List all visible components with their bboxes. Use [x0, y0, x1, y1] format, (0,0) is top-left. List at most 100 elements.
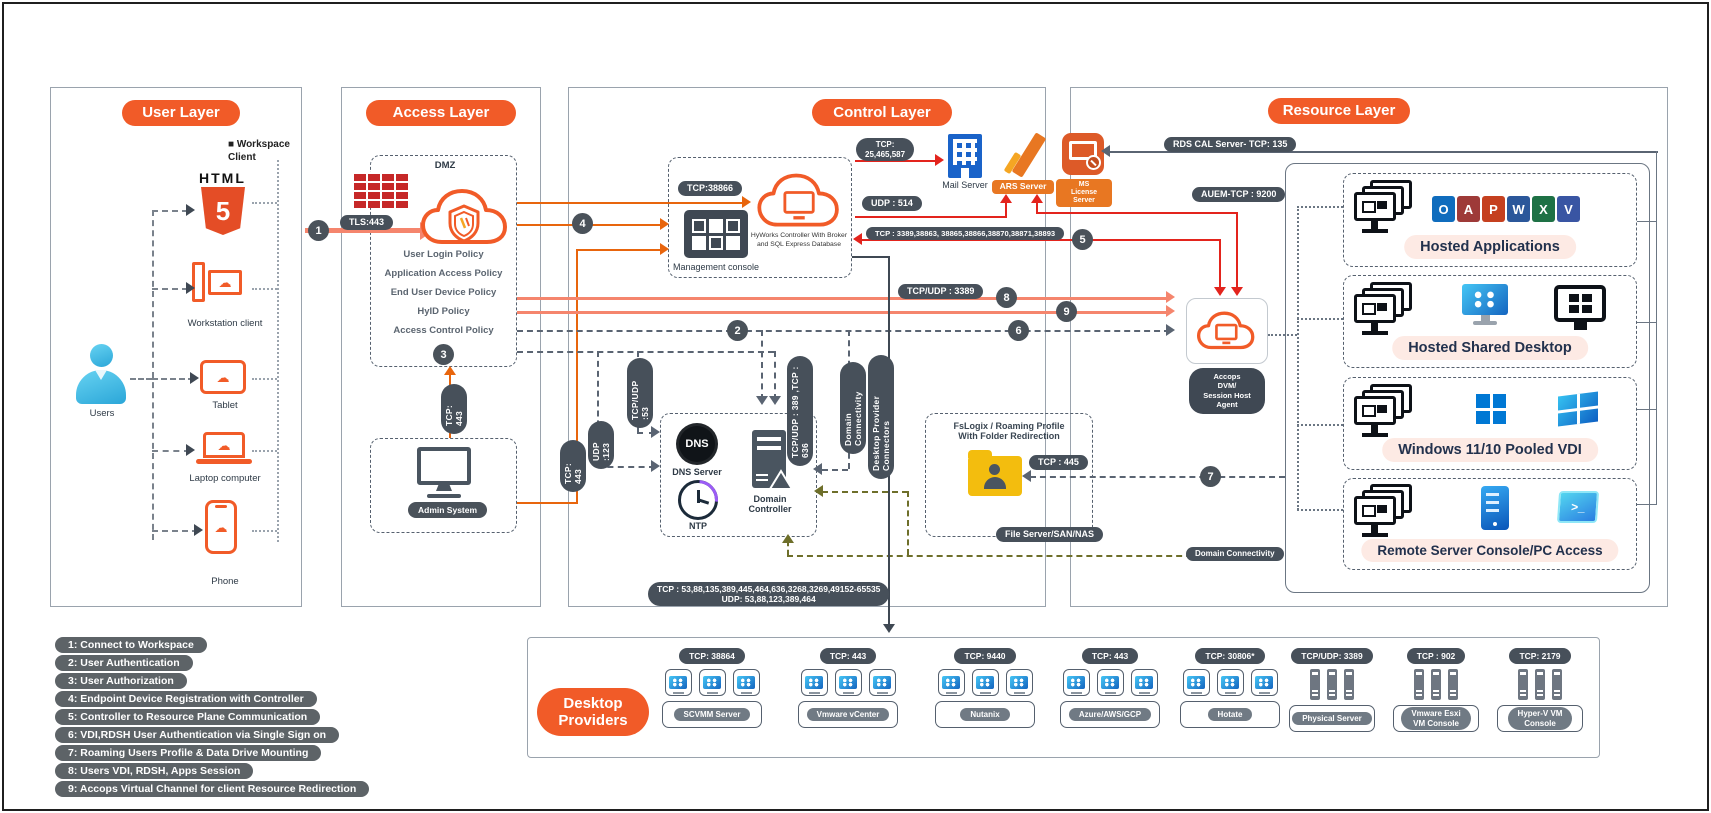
- connector-line: [152, 530, 198, 532]
- tls-443-badge: TLS:443: [340, 215, 394, 230]
- html5-word: HTML: [199, 170, 246, 186]
- provider-group-physical: TCP/UDP: 3389 Physical Server: [1284, 648, 1380, 732]
- row-connector: [1297, 318, 1343, 320]
- auem-line: [1236, 212, 1238, 291]
- provider-group-esxi: TCP : 902 Vmware Esxi VM Console: [1388, 648, 1484, 732]
- row-connector: [1297, 206, 1299, 510]
- arrowhead: [651, 460, 660, 472]
- olive-domain-line: [787, 555, 1242, 557]
- domain-controller-triangle-icon: [768, 469, 794, 490]
- legend-item-4: 4: Endpoint Device Registration with Con…: [55, 691, 317, 707]
- remote-console-row: >_ Remote Server Console/PC Access: [1343, 478, 1637, 570]
- pooled-vdi-label: Windows 11/10 Pooled VDI: [1382, 438, 1598, 462]
- vm-icon: [800, 669, 828, 696]
- office-apps-icons: O A P W X V: [1432, 196, 1580, 222]
- auth-branch-line: [517, 351, 774, 353]
- arrowhead: [186, 282, 195, 294]
- provider-icons: [937, 669, 1033, 696]
- rds-cal-badge: RDS CAL Server- TCP: 135: [1164, 137, 1297, 152]
- hyworks-cloud-icon: [757, 173, 839, 227]
- workspace-client-note: ■ Workspace Client: [228, 139, 290, 163]
- marker-7: 7: [1200, 466, 1221, 487]
- resource-layer-title: Resource Layer: [1268, 98, 1410, 124]
- provider-label: Vmware vCenter: [806, 707, 890, 722]
- tcp443-up-badge: TCP: 443: [441, 384, 467, 434]
- connector-line: [152, 378, 194, 380]
- row-bracket: [1637, 221, 1656, 222]
- dns53-line: [637, 432, 655, 434]
- udp-514-badge: UDP : 514: [862, 196, 922, 211]
- marker-3: 3: [433, 344, 454, 365]
- server-icon: [1344, 669, 1354, 700]
- stacked-monitors-icon: [1354, 282, 1420, 340]
- provider-port-badge: TCP: 38864: [679, 648, 745, 664]
- fslogix-caption: FsLogix / Roaming Profile With Folder Re…: [953, 421, 1065, 441]
- ldap-ports-badge: TCP/UDP : 389 ,TCP : 636: [787, 356, 813, 466]
- connector-line: [152, 210, 154, 540]
- vm-icon: [1096, 669, 1124, 696]
- vm-icon: [834, 669, 862, 696]
- dmz-box: [370, 155, 517, 367]
- provider-label: Physical Server: [1292, 711, 1372, 726]
- connector-line: [152, 450, 190, 452]
- policy-user-login: User Login Policy: [403, 249, 484, 260]
- blue-server-icon: [1481, 486, 1509, 530]
- shared-desktop-monitor-icon: [1462, 284, 1508, 325]
- desktop-monitor-icon: [1554, 285, 1606, 330]
- connector-line: [252, 450, 277, 452]
- legend-item-5: 5: Controller to Resource Plane Communic…: [55, 709, 321, 725]
- ntp-label: NTP: [689, 521, 707, 531]
- arrowhead: [660, 243, 669, 255]
- tcp-multi-badge: TCP : 3389,38863, 38865,38866,38870,3887…: [866, 227, 1065, 241]
- arrowhead: [1214, 287, 1226, 296]
- hyworks-caption: HyWorks Controller With Broker and SQL E…: [750, 232, 848, 249]
- ms-license-badge-icon: [1086, 155, 1101, 170]
- management-console-icon: [684, 210, 748, 258]
- ms-license-server-label: MS License Server: [1056, 179, 1112, 208]
- provider-port-badge: TCP/UDP: 3389: [1291, 648, 1373, 664]
- provider-box: Nutanix: [935, 701, 1035, 728]
- server-icon: [1518, 669, 1528, 700]
- html5-icon: 5: [201, 187, 245, 235]
- connector-line: [252, 288, 277, 290]
- tcpudp-53-badge: TCP/UDP :53: [627, 358, 653, 428]
- udp514-line: [855, 216, 1007, 218]
- accops-agent-box: [1186, 298, 1268, 364]
- hosted-shared-row: Hosted Shared Desktop: [1343, 275, 1637, 368]
- user-collar-icon: [95, 370, 107, 380]
- arrowhead: [935, 154, 944, 166]
- vm-icon: [937, 669, 965, 696]
- policy-application-access: Application Access Policy: [384, 268, 503, 279]
- legend-item-8: 8: Users VDI, RDSH, Apps Session: [55, 763, 254, 779]
- provider-port-badge: TCP: 443: [1081, 648, 1139, 664]
- mail-server-icon: [948, 134, 982, 178]
- accops-cloud-icon: [1196, 311, 1255, 350]
- row-connector: [1268, 334, 1297, 336]
- auem-line: [1036, 212, 1237, 214]
- arrowhead: [1166, 324, 1175, 336]
- server-icon: [1414, 669, 1424, 700]
- provider-group-hyperv: TCP: 2179 Hyper-V VM Console: [1492, 648, 1588, 732]
- admin-monitor-icon: [417, 447, 471, 485]
- windows-11-logo-icon: [1476, 394, 1506, 424]
- console-tile: [692, 235, 706, 250]
- olive-domain-line: [907, 491, 909, 555]
- phone-label: Phone: [211, 576, 239, 587]
- arrowhead: [444, 366, 456, 375]
- visio-icon: V: [1557, 196, 1580, 222]
- provider-icons: [1414, 669, 1458, 700]
- ars-server-icon: [1003, 132, 1047, 178]
- management-console-label: Management console: [672, 262, 760, 272]
- marker-1: 1: [308, 220, 329, 241]
- arrowhead: [853, 233, 862, 245]
- legend-item-2: 2: User Authentication: [55, 655, 193, 671]
- arrowhead: [1031, 194, 1043, 203]
- profile-folder-icon: [968, 450, 1022, 496]
- provider-feed-line: [852, 256, 890, 258]
- secure-gateway-cloud-icon: [421, 189, 507, 244]
- console-tile: [692, 218, 706, 233]
- cloud-glyph: ☁: [216, 369, 230, 385]
- hosted-apps-label: Hosted Applications: [1404, 235, 1576, 259]
- resource-inner-box: [1285, 163, 1650, 593]
